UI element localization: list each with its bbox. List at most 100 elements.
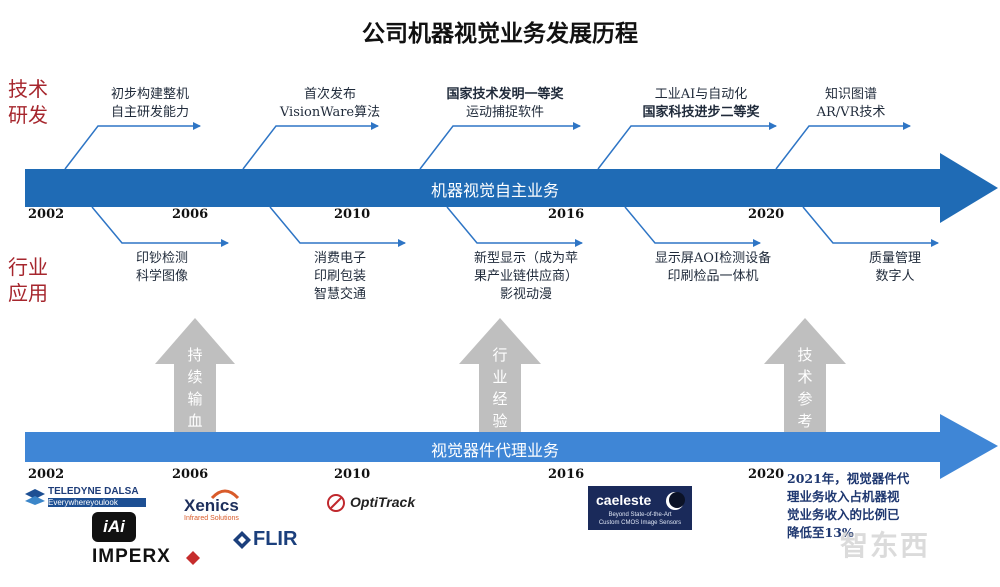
caeleste-logo: caeleste Beyond State-of-the-Art Custom … — [588, 486, 692, 530]
xenics-tagline: Infrared Solutions — [184, 515, 239, 522]
tech-milestone-2-line1: 首次发布 — [303, 87, 356, 102]
industry-branch-4 — [624, 206, 761, 247]
tech-milestone-5-line1: 知识图谱 — [824, 87, 877, 102]
flir-emblem-icon — [233, 531, 251, 549]
upper-year-2016: 2016 — [548, 207, 585, 222]
tech-milestone-3-line1: 国家技术发明一等奖 — [446, 87, 564, 102]
up-arrow-3-char2: 术 — [797, 368, 813, 386]
up-arrow-3 — [764, 318, 846, 432]
industry-milestone-4-line2: 印刷检品一体机 — [667, 269, 759, 284]
iai-logo: iAi — [92, 512, 146, 542]
industry-milestone-1-line2: 科学图像 — [135, 269, 188, 284]
lower-year-2016: 2016 — [548, 467, 585, 482]
tech-branch-2 — [242, 122, 379, 170]
xenics-name: Xenics — [184, 496, 239, 515]
up-arrow-2-char3: 经 — [492, 390, 508, 408]
lower-year-2002: 2002 — [28, 467, 65, 482]
lower-year-2010: 2010 — [334, 467, 371, 482]
caeleste-name: caeleste — [596, 492, 652, 508]
flir-name: FLIR — [253, 528, 298, 550]
tech-milestone-1: 初步构建整机 自主研发能力 — [90, 86, 210, 122]
page-title: 公司机器视觉业务发展历程 — [362, 20, 638, 47]
imperx-logo: IMPERX — [92, 546, 202, 570]
tech-milestone-2: 首次发布 VisionWare算法 — [268, 86, 392, 122]
up-arrow-3-char4: 考 — [797, 412, 813, 430]
industry-branch-2 — [269, 206, 406, 247]
tech-branch-3 — [419, 122, 581, 170]
imperx-name: IMPERX — [92, 546, 171, 567]
industry-branch-3 — [446, 206, 583, 247]
revenue-note-line1: 2021年，视觉器件代 — [787, 471, 910, 486]
xenics-swoosh-icon — [210, 489, 240, 500]
upper-year-2002: 2002 — [28, 207, 65, 222]
tech-milestone-1-line1: 初步构建整机 — [110, 87, 189, 102]
lower-band-arrow — [25, 414, 998, 479]
industry-milestone-4: 显示屏AOI检测设备 印刷检品一体机 — [640, 250, 786, 286]
caeleste-eclipse-icon — [666, 492, 685, 510]
up-arrow-3-label: 技 术 参 考 — [788, 344, 822, 432]
tech-milestone-5-line2: AR/VR技术 — [816, 105, 886, 120]
revenue-note-line3: 觉业务收入的比例已 — [787, 507, 900, 522]
xenics-logo: Xenics Infrared Solutions — [180, 488, 260, 524]
tech-milestone-5: 知识图谱 AR/VR技术 — [796, 86, 906, 122]
industry-milestone-3-line2: 果产业链供应商） — [473, 269, 578, 284]
industry-milestone-4-line1: 显示屏AOI检测设备 — [654, 251, 772, 266]
tech-branch-4 — [597, 122, 777, 170]
up-arrow-2-char4: 验 — [492, 412, 508, 430]
rd-label: 技术 研发 — [8, 76, 64, 128]
optitrack-logo: OptiTrack — [326, 492, 436, 514]
industry-branch-5 — [802, 206, 939, 247]
tech-milestone-4-line2: 国家科技进步二等奖 — [642, 105, 760, 120]
imperx-diamond-icon — [186, 551, 200, 565]
up-arrow-1 — [155, 318, 235, 432]
caeleste-tagline2: Custom CMOS Image Sensors — [598, 520, 682, 526]
up-arrow-1-char4: 血 — [187, 412, 203, 430]
up-arrow-1-char1: 持 — [187, 346, 203, 364]
up-arrow-2 — [459, 318, 541, 432]
up-arrow-3-char1: 技 — [797, 346, 813, 364]
lower-year-2006: 2006 — [172, 467, 209, 482]
optitrack-name: OptiTrack — [350, 494, 416, 510]
industry-milestone-5-line2: 数字人 — [875, 269, 915, 284]
industry-branch-1 — [91, 206, 229, 247]
tech-milestone-4: 工业AI与自动化 国家科技进步二等奖 — [622, 86, 780, 122]
industry-label: 行业 应用 — [8, 254, 64, 306]
upper-year-2010: 2010 — [334, 207, 371, 222]
tech-branch-5 — [775, 122, 911, 170]
industry-milestone-2-line3: 智慧交通 — [313, 287, 366, 302]
flir-logo: FLIR — [233, 528, 313, 552]
revenue-note-line4: 降低至13% — [787, 525, 854, 540]
rd-label-line2: 研发 — [8, 103, 48, 127]
main-band-arrow — [25, 153, 998, 223]
lower-year-2020: 2020 — [748, 467, 785, 482]
tech-milestone-3: 国家技术发明一等奖 运动捕捉软件 — [430, 86, 580, 122]
main-band-label: 机器视觉自主业务 — [430, 181, 559, 200]
tech-milestone-1-line2: 自主研发能力 — [110, 105, 189, 120]
industry-milestone-1-line1: 印钞检测 — [135, 251, 188, 266]
caeleste-tagline1: Beyond State-of-the-Art — [608, 512, 672, 518]
industry-milestone-3-line1: 新型显示（成为苹 — [473, 251, 578, 266]
teledyne-dalsa-logo: TELEDYNE DALSA Everywhereyoulook — [24, 484, 148, 510]
revenue-note: 2021年，视觉器件代 理业务收入占机器视 觉业务收入的比例已 降低至13% — [787, 470, 962, 542]
revenue-note-line2: 理业务收入占机器视 — [787, 489, 900, 504]
industry-milestone-2: 消费电子 印刷包装 智慧交通 — [290, 250, 390, 304]
tech-milestone-3-line2: 运动捕捉软件 — [465, 105, 544, 120]
watermark: 智东西 — [840, 529, 931, 562]
teledyne-tagline: Everywhereyoulook — [48, 498, 146, 507]
rd-label-line1: 技术 — [8, 77, 48, 101]
upper-year-2006: 2006 — [172, 207, 209, 222]
teledyne-name: TELEDYNE DALSA — [48, 486, 139, 497]
industry-milestone-2-line1: 消费电子 — [313, 251, 366, 266]
upper-year-2020: 2020 — [748, 207, 785, 222]
up-arrow-2-label: 行 业 经 验 — [483, 344, 517, 432]
up-arrow-2-char1: 行 — [492, 346, 508, 364]
up-arrow-1-char2: 续 — [187, 368, 203, 386]
industry-milestone-2-line2: 印刷包装 — [313, 269, 366, 284]
industry-milestone-5-line1: 质量管理 — [868, 251, 921, 266]
teledyne-emblem-icon — [25, 489, 45, 505]
up-arrow-1-char3: 输 — [187, 390, 203, 408]
industry-milestone-1: 印钞检测 科学图像 — [112, 250, 212, 286]
tech-branch-1 — [64, 122, 201, 170]
industry-milestone-5: 质量管理 数字人 — [845, 250, 945, 286]
